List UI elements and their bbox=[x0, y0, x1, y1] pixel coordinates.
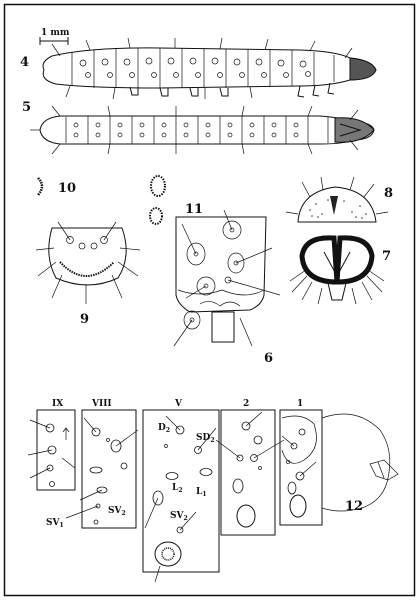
figure-11-label: 11 bbox=[185, 202, 203, 217]
crochet-rings: 11 bbox=[149, 175, 203, 225]
seta-l1-label: L1 bbox=[196, 487, 207, 498]
segment-label-2: 2 bbox=[243, 399, 249, 409]
segment-detail: 6 bbox=[173, 209, 281, 366]
segment-box-2 bbox=[220, 409, 276, 536]
segment-label-1: 1 bbox=[297, 399, 303, 409]
figure-6-label: 6 bbox=[264, 351, 273, 366]
seta-l2-label: L2 bbox=[172, 483, 183, 494]
head-capsule-frontal: 7 bbox=[289, 235, 391, 305]
seta-d2-label: D2 bbox=[158, 423, 170, 434]
figure-7-label: 7 bbox=[382, 249, 391, 264]
figure-5-label: 5 bbox=[22, 100, 31, 115]
larva-dorsal-view: 5 bbox=[22, 100, 375, 155]
segment-box-ix bbox=[36, 409, 76, 491]
scale-bar-label: 1 mm bbox=[41, 28, 70, 38]
anal-shield: 9 bbox=[35, 221, 141, 327]
segment-label-viii: VIII bbox=[91, 399, 112, 409]
seta-sv2-v-label: SV2 bbox=[170, 511, 188, 522]
segment-label-ix: IX bbox=[52, 399, 63, 409]
scale-bar: 1 mm bbox=[39, 28, 70, 45]
seta-sd2-label: SD2 bbox=[196, 433, 215, 444]
crochet-arc: 10 bbox=[37, 177, 76, 196]
larva-lateral-view: 4 bbox=[20, 37, 377, 100]
figure-9-label: 9 bbox=[80, 312, 89, 327]
chaetotaxy-maps: IX VIII V 2 1 bbox=[27, 399, 399, 583]
prothoracic-shield: 8 bbox=[285, 176, 393, 223]
figure-12-label: 12 bbox=[345, 499, 363, 514]
segment-box-viii bbox=[81, 409, 137, 529]
segment-label-v: V bbox=[174, 399, 183, 409]
figure-8-label: 8 bbox=[384, 186, 393, 201]
figure-4-label: 4 bbox=[20, 55, 29, 70]
seta-sv2-viii-label: SV2 bbox=[108, 506, 126, 517]
seta-sv1-label: SV1 bbox=[46, 518, 64, 529]
figure-10-label: 10 bbox=[58, 181, 76, 196]
segment-box-v bbox=[142, 409, 220, 573]
segment-box-1 bbox=[279, 409, 323, 526]
plate-border bbox=[3, 3, 416, 597]
